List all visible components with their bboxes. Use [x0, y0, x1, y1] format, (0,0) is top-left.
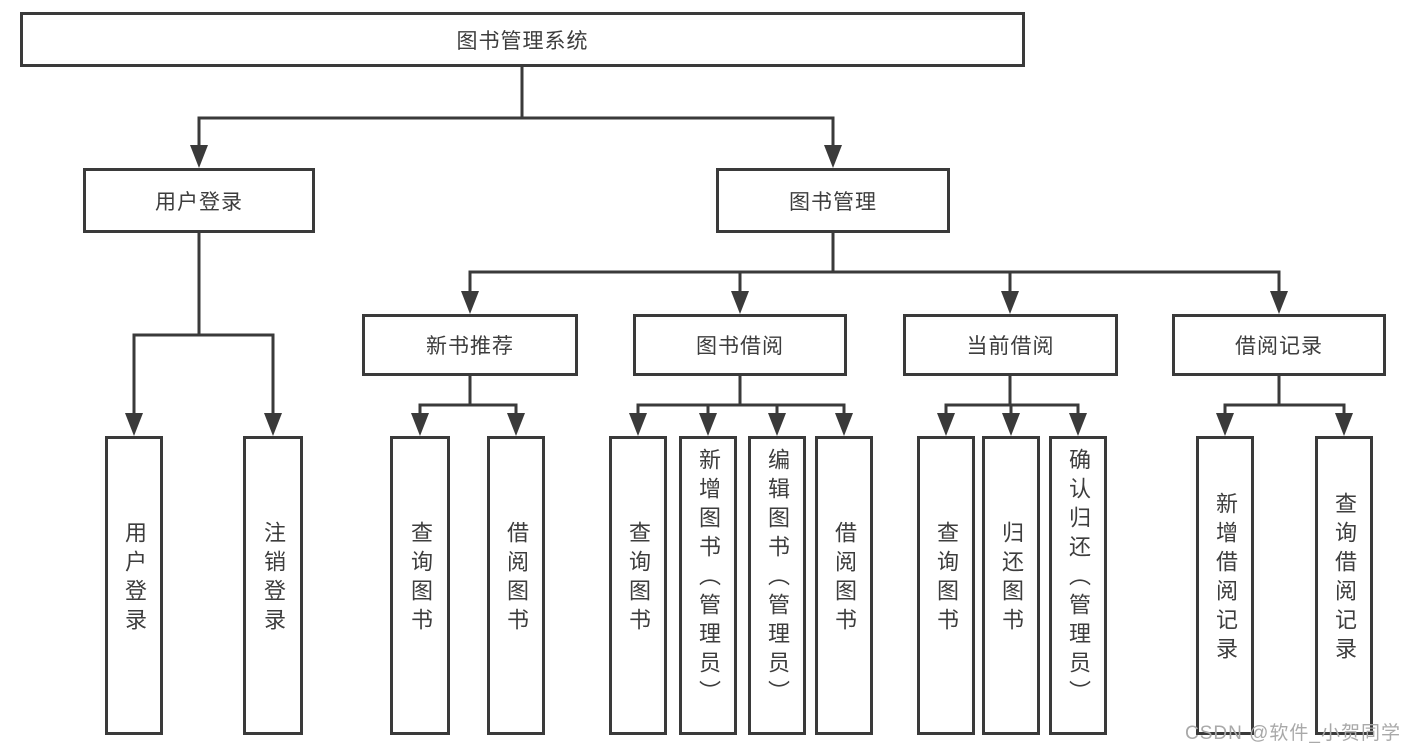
leaf-confirm-return-admin: 确认归还（管理员）: [1049, 436, 1107, 735]
leaf-query-books-borrow: 查询图书: [609, 436, 667, 735]
leaf-return-books: 归还图书: [982, 436, 1040, 735]
arrowhead-group: [125, 145, 1353, 436]
node-book-borrow: 图书借阅: [633, 314, 847, 376]
leaf-borrow-books-recommend: 借阅图书: [487, 436, 545, 735]
node-user-login: 用户登录: [83, 168, 315, 233]
node-root-system: 图书管理系统: [20, 12, 1025, 67]
leaf-borrow-books: 借阅图书: [815, 436, 873, 735]
leaf-query-borrow-record: 查询借阅记录: [1315, 436, 1373, 735]
node-new-book-recommend: 新书推荐: [362, 314, 578, 376]
csdn-watermark: CSDN @软件_小贺同学: [1185, 723, 1401, 744]
leaf-logout: 注销登录: [243, 436, 303, 735]
leaf-add-borrow-record: 新增借阅记录: [1196, 436, 1254, 735]
leaf-add-books-admin: 新增图书（管理员）: [679, 436, 737, 735]
leaf-edit-books-admin: 编辑图书（管理员）: [748, 436, 806, 735]
leaf-user-login: 用户登录: [105, 436, 163, 735]
node-borrow-records: 借阅记录: [1172, 314, 1386, 376]
leaf-query-books-recommend: 查询图书: [390, 436, 450, 735]
node-current-borrow: 当前借阅: [903, 314, 1118, 376]
leaf-query-books-current: 查询图书: [917, 436, 975, 735]
connector-line-group: [132, 65, 1346, 416]
node-book-management: 图书管理: [716, 168, 950, 233]
